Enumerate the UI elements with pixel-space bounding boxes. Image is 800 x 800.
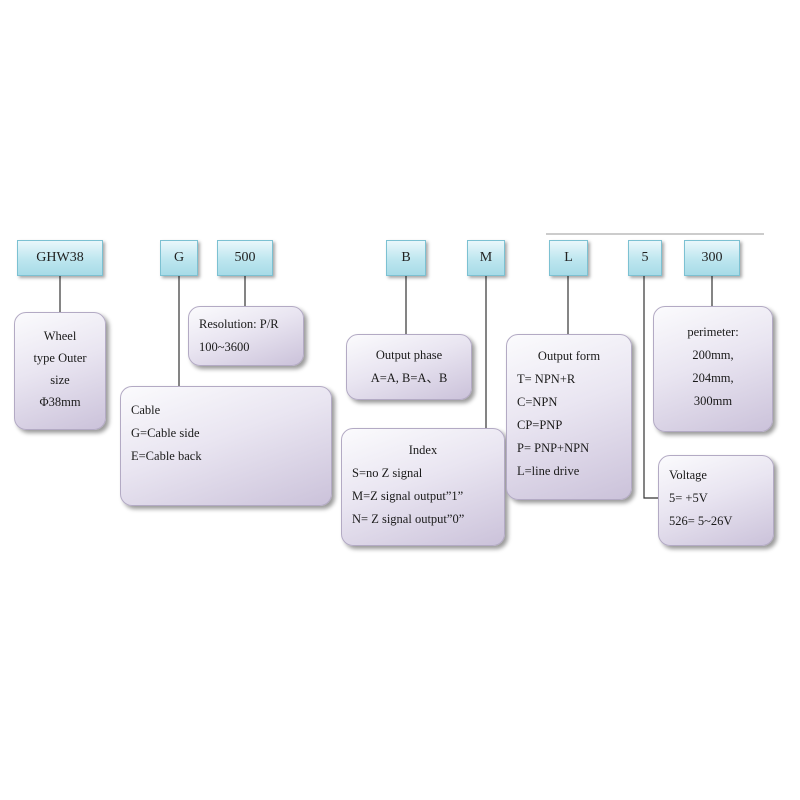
output-option-p: P= PNP+NPN [517,441,590,455]
index-option-m: M=Z signal output”1” [352,489,464,503]
code-output: L [549,240,588,276]
output-title: Output form [537,349,601,363]
code-phase: B [386,240,426,276]
wheel-box: Wheel type Outer size Φ38mm [14,312,106,430]
index-option-n: N= Z signal output”0” [352,512,465,526]
code-index: M [467,240,505,276]
cable-box: Cable G=Cable side E=Cable back [120,386,332,506]
index-box: Index S=no Z signal M=Z signal output”1”… [341,428,505,546]
output-box: Output form T= NPN+R C=NPN CP=PNP P= PNP… [506,334,632,500]
perimeter-box: perimeter: 200mm, 204mm, 300mm [653,306,773,432]
code-perimeter: 300 [684,240,740,276]
index-option-s: S=no Z signal [352,466,423,480]
resolution-title: Resolution: P/R [199,317,279,331]
wheel-line-1: type Outer [33,351,87,365]
wheel-line-3: Φ38mm [39,395,81,409]
output-option-c: C=NPN [517,395,558,409]
voltage-box: Voltage 5= +5V 526= 5~26V [658,455,774,546]
phase-values: A=A, B=A、B [370,371,448,385]
code-model: GHW38 [17,240,103,276]
cable-option-e: E=Cable back [131,449,202,463]
phase-box: Output phase A=A, B=A、B [346,334,472,400]
resolution-range: 100~3600 [199,340,250,354]
connector-voltage [643,276,658,499]
wheel-title: Wheel [43,329,77,343]
output-option-cp: CP=PNP [517,418,563,432]
output-option-t: T= NPN+R [517,372,576,386]
index-title: Index [408,443,438,457]
perimeter-title: perimeter: [687,325,739,339]
wheel-line-2: size [50,373,70,387]
perimeter-option-200: 200mm, [692,348,734,362]
code-resolution: 500 [217,240,273,276]
voltage-title: Voltage [669,468,707,482]
voltage-option-526: 526= 5~26V [669,514,733,528]
code-cable: G [160,240,198,276]
cable-option-g: G=Cable side [131,426,200,440]
phase-title: Output phase [375,348,443,362]
output-option-l: L=line drive [517,464,580,478]
perimeter-option-204: 204mm, [692,371,734,385]
perimeter-option-300: 300mm [693,394,733,408]
code-voltage: 5 [628,240,662,276]
voltage-option-5: 5= +5V [669,491,708,505]
cable-title: Cable [131,403,161,417]
resolution-box: Resolution: P/R 100~3600 [188,306,304,366]
